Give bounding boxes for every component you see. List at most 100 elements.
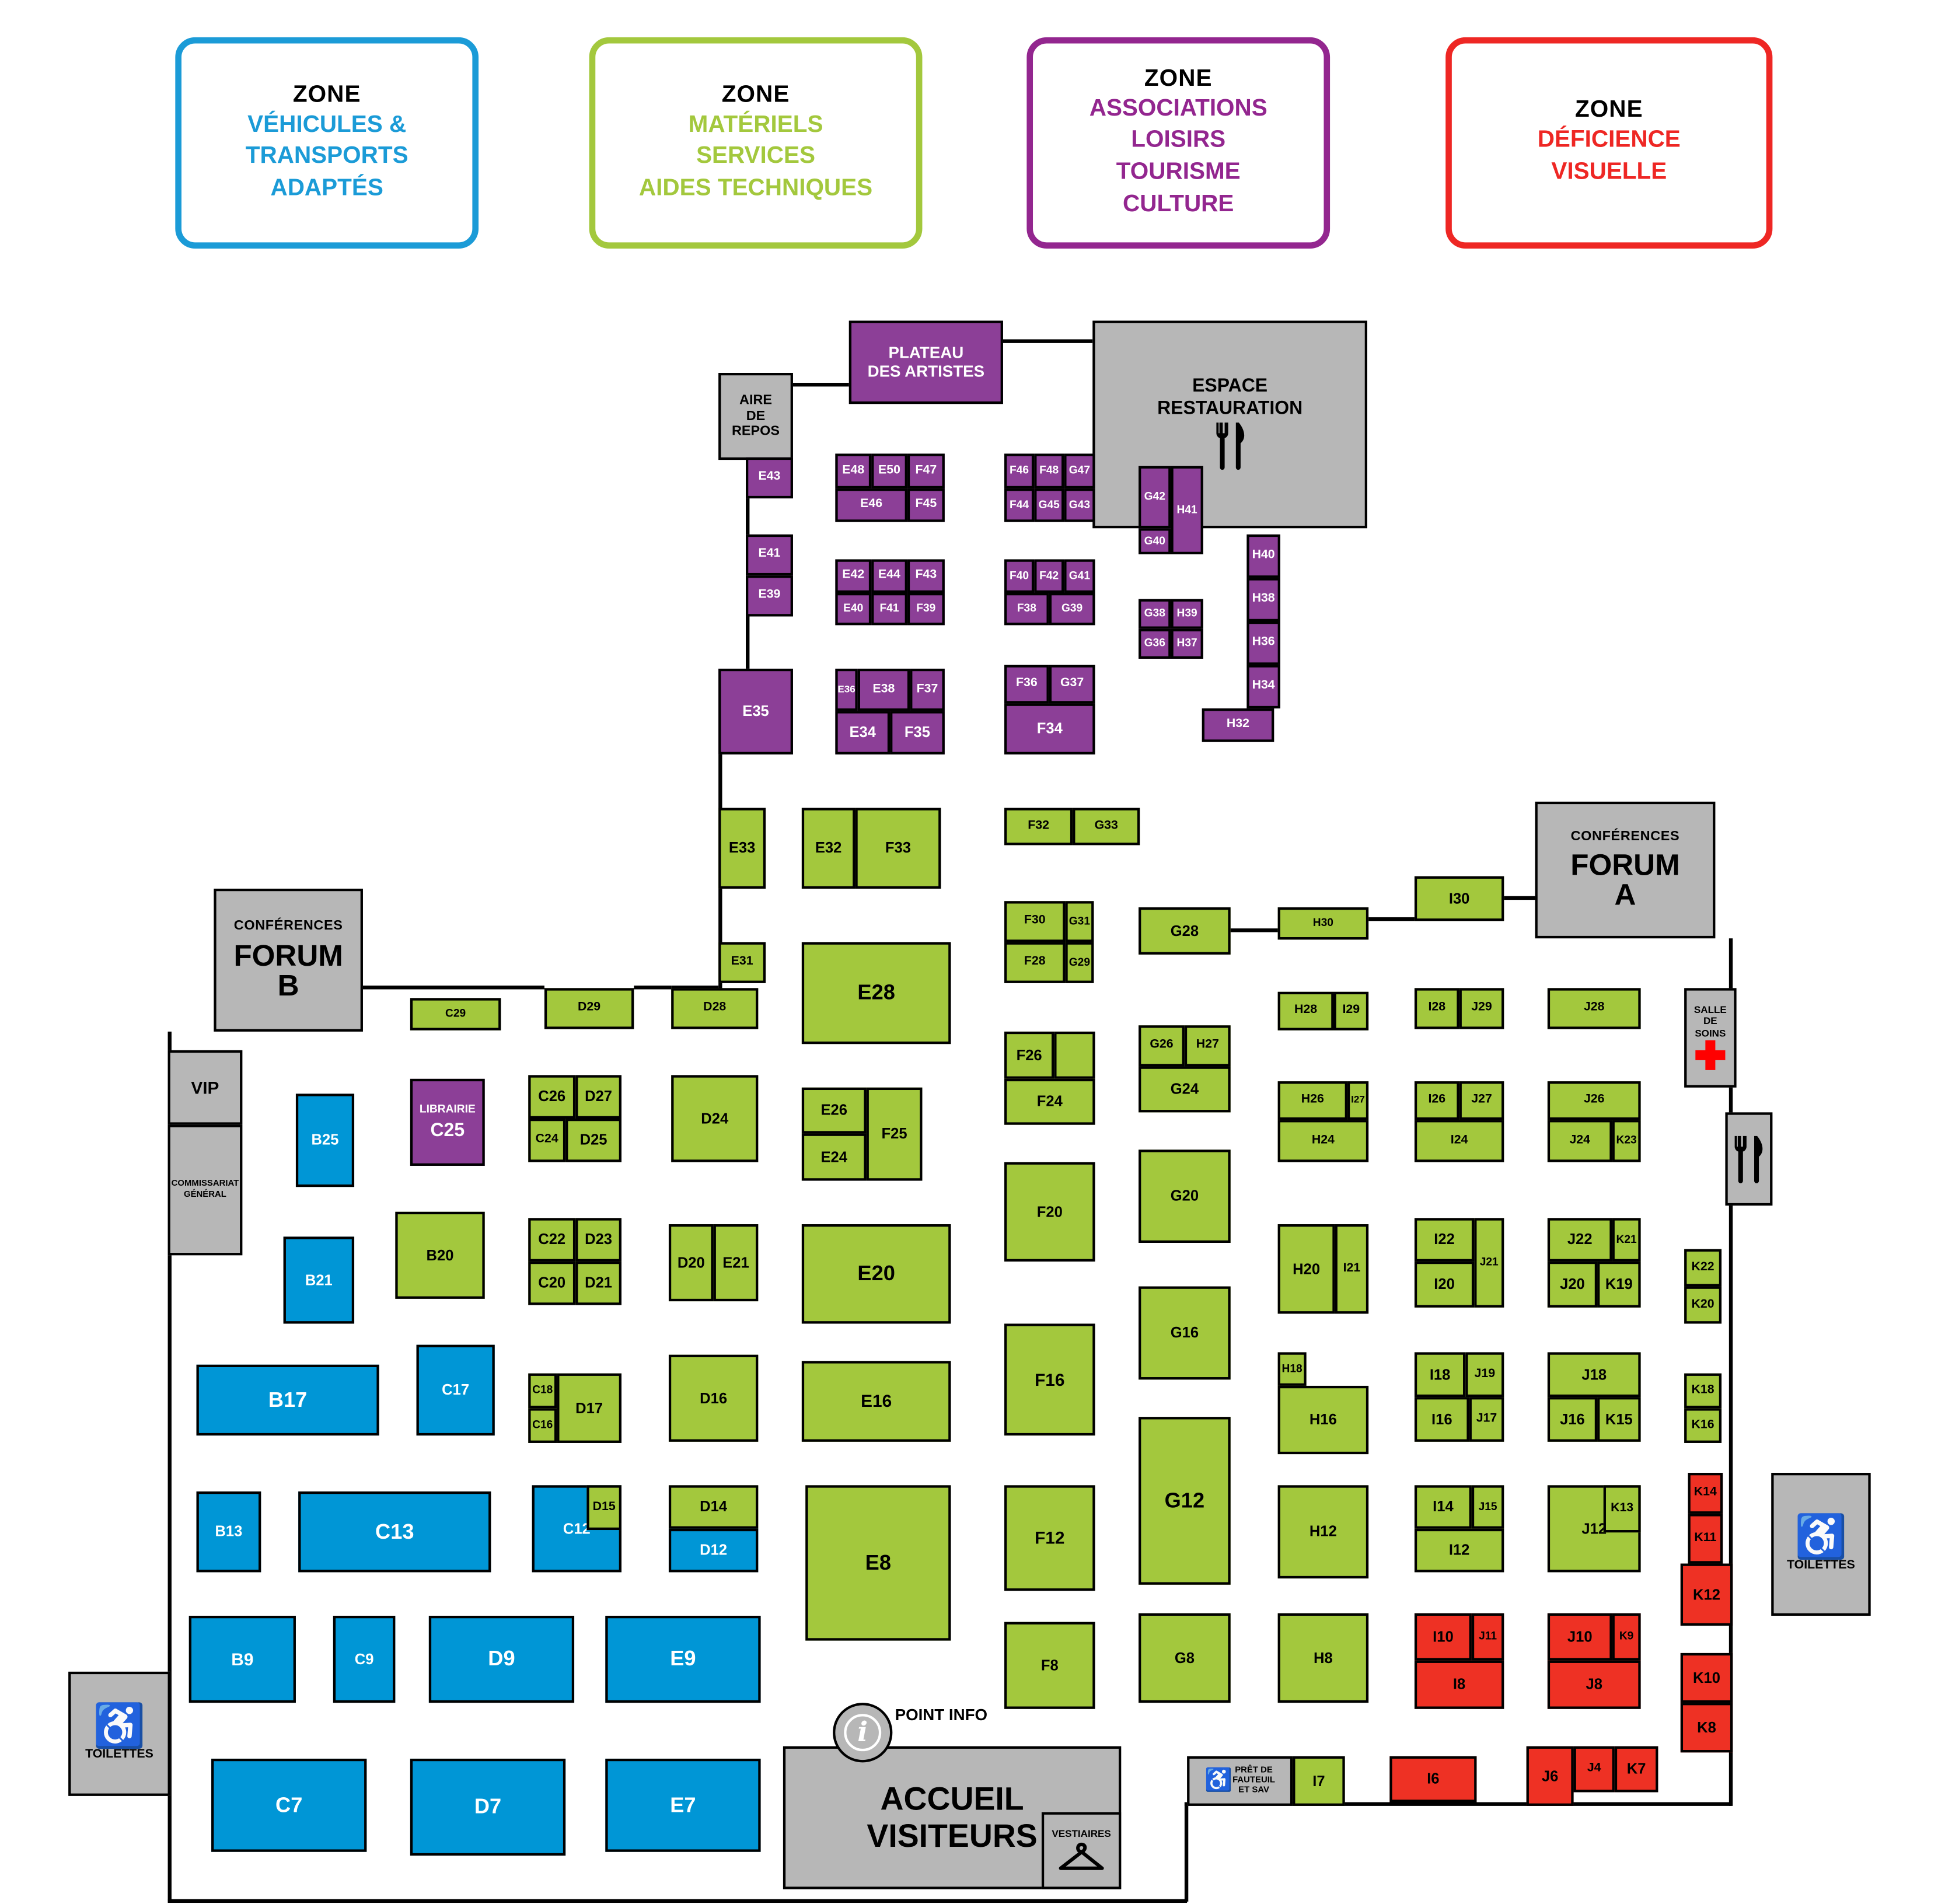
wall-segment	[1728, 938, 1733, 1806]
booth-I16: I16	[1414, 1397, 1469, 1442]
booth-E40: E40	[835, 593, 872, 626]
booth-C25-sublabel: LIBRAIRIE	[419, 1103, 476, 1116]
booth-G26: G26	[1139, 1025, 1185, 1067]
toilettes-droite-label: TOILETTES	[1787, 1558, 1855, 1572]
booth-E8-label: E8	[865, 1550, 891, 1574]
booth-G31: G31	[1065, 901, 1094, 942]
booth-G33-label: G33	[1094, 819, 1118, 833]
booth-E39-label: E39	[758, 588, 781, 602]
booth-F30-label: F30	[1024, 914, 1046, 928]
booth-K23-label: K23	[1616, 1134, 1637, 1147]
booth-K11-label: K11	[1694, 1531, 1717, 1545]
booth-K16-label: K16	[1691, 1417, 1714, 1432]
booth-J11-label: J11	[1479, 1630, 1497, 1643]
booth-C22: C22	[528, 1218, 576, 1262]
booth-J19: J19	[1465, 1352, 1504, 1398]
salle-de-soins-label: SALLE DE SOINS	[1693, 1004, 1727, 1039]
legend-associations-loisirs-line: CULTURE	[1123, 191, 1234, 217]
booth-E31: E31	[718, 942, 766, 983]
booth-F26-label: F26	[1016, 1046, 1042, 1064]
booth-E32: E32	[801, 808, 855, 889]
booth-E36-label: E36	[837, 683, 855, 695]
booth-G37: G37	[1049, 665, 1095, 704]
booth-F16-label: F16	[1035, 1369, 1065, 1389]
wall-segment	[1003, 339, 1093, 343]
booth-J8-label: J8	[1586, 1675, 1602, 1693]
booth-E48: E48	[835, 453, 872, 489]
legend-zone-word: ZONE	[721, 81, 790, 108]
booth-K7-label: K7	[1626, 1760, 1646, 1778]
booth-G8: G8	[1139, 1613, 1231, 1703]
booth-D15-label: D15	[592, 1500, 616, 1514]
booth-B20: B20	[395, 1211, 485, 1299]
booth-C29: C29	[410, 998, 501, 1030]
booth-D9-label: D9	[488, 1647, 515, 1671]
booth-F36: F36	[1004, 665, 1049, 704]
booth-K11: K11	[1688, 1514, 1723, 1564]
wall-segment	[167, 1031, 172, 1902]
booth-C9-label: C9	[354, 1650, 374, 1668]
booth-E26-label: E26	[820, 1101, 847, 1119]
wheelchair-icon: ♿	[1204, 1767, 1233, 1793]
booth-E28-label: E28	[857, 980, 895, 1005]
booth-G20-label: G20	[1170, 1187, 1199, 1205]
booth-I14: I14	[1414, 1485, 1472, 1529]
booth-I24: I24	[1414, 1120, 1504, 1162]
booth-I22-label: I22	[1434, 1231, 1455, 1248]
booth-H34-label: H34	[1252, 679, 1275, 693]
booth-H16: H16	[1277, 1385, 1369, 1455]
booth-J28-label: J28	[1583, 1001, 1605, 1015]
espace-restauration-annexe-area	[1725, 1112, 1773, 1206]
booth-F32: F32	[1004, 808, 1073, 846]
booth-E16: E16	[801, 1361, 951, 1442]
booth-G36: G36	[1139, 628, 1171, 659]
booth-C17-label: C17	[442, 1381, 470, 1399]
legend-associations-loisirs-line: TOURISME	[1116, 159, 1241, 186]
booth-F28-label: F28	[1024, 955, 1046, 969]
booth-E41-label: E41	[758, 547, 781, 561]
booth-H26-label: H26	[1301, 1092, 1324, 1107]
wall-segment	[167, 1899, 1188, 1903]
booth-H39: H39	[1171, 599, 1203, 629]
legend-vehicules-transports-line: VÉHICULES &	[247, 111, 407, 138]
booth-F37: F37	[910, 668, 945, 711]
booth-F26b	[1054, 1031, 1095, 1079]
booth-D14: D14	[668, 1485, 759, 1529]
booth-D17-label: D17	[575, 1399, 603, 1417]
booth-E21: E21	[713, 1224, 759, 1302]
booth-H36-label: H36	[1252, 635, 1275, 649]
booth-E7-label: E7	[670, 1793, 696, 1817]
booth-B17: B17	[196, 1364, 379, 1436]
booth-G37-label: G37	[1060, 676, 1084, 690]
wall-segment	[634, 986, 672, 990]
booth-F40: F40	[1004, 559, 1035, 593]
booth-G39: G39	[1049, 593, 1095, 626]
booth-I12-label: I12	[1448, 1541, 1470, 1559]
booth-E35: E35	[718, 668, 793, 754]
booth-E9: E9	[605, 1616, 761, 1703]
booth-D20: D20	[668, 1224, 714, 1302]
booth-I8-label: I8	[1452, 1675, 1466, 1693]
booth-C13: C13	[298, 1491, 491, 1573]
booth-F36-label: F36	[1016, 676, 1038, 690]
booth-H18-label: H18	[1281, 1362, 1303, 1375]
booth-K10: K10	[1680, 1653, 1733, 1703]
booth-D23: D23	[575, 1218, 621, 1262]
booth-I26-label: I26	[1428, 1092, 1446, 1107]
conferences-forum-a-label: FORUM A	[1570, 849, 1680, 913]
booth-F32-label: F32	[1028, 819, 1049, 833]
booth-F43-label: F43	[915, 568, 937, 582]
booth-G24-label: G24	[1170, 1080, 1199, 1098]
booth-J26: J26	[1547, 1081, 1641, 1120]
commissariat-general-area: COMMISSARIAT GÉNÉRAL	[167, 1124, 243, 1256]
wall-segment	[792, 383, 849, 387]
wall-segment	[718, 888, 722, 942]
vestiaires-label: VESTIAIRES	[1052, 1829, 1111, 1840]
booth-D25: D25	[565, 1119, 621, 1162]
booth-G24: G24	[1139, 1066, 1231, 1113]
booth-F41: F41	[871, 593, 907, 626]
info-icon: i	[833, 1703, 893, 1763]
